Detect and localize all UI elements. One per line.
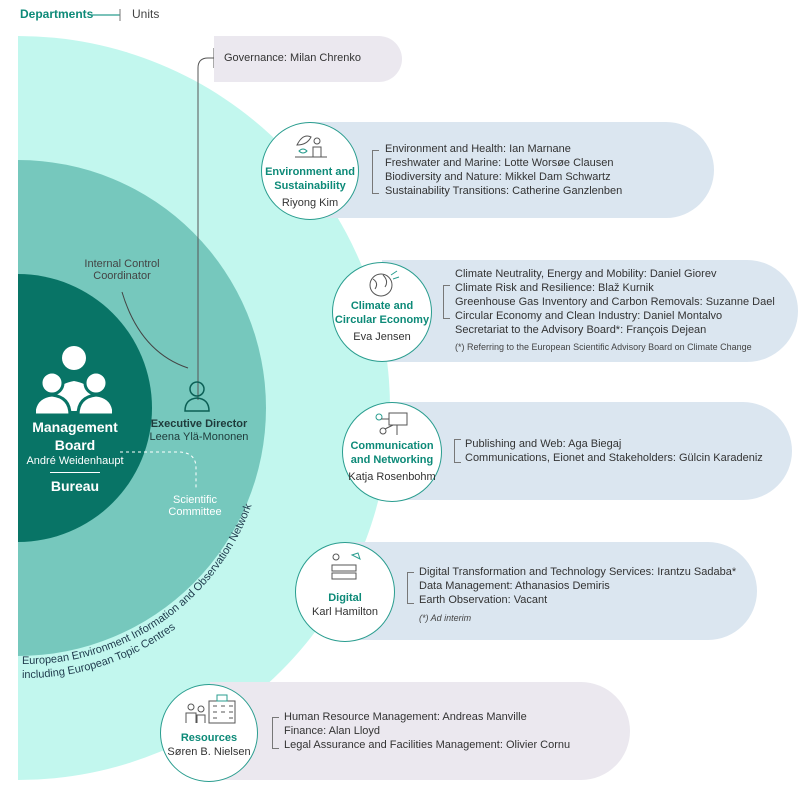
- dept-head-communication: Katja Rosenbohm: [348, 471, 436, 483]
- dept-head-digital: Karl Hamilton: [311, 606, 379, 618]
- unit-item: Legal Assurance and Facilities Managemen…: [284, 739, 571, 751]
- units-bracket-climate: [443, 285, 450, 319]
- units-list-digital: Digital Transformation and Technology Se…: [419, 565, 736, 607]
- network-screen-icon: [375, 412, 408, 435]
- legend-line: [90, 9, 121, 21]
- people-building-icon: [185, 694, 236, 724]
- unit-item: Finance: Alan Lloyd: [284, 725, 381, 737]
- bureau-divider: [50, 472, 100, 473]
- dept-pill-digital: [345, 542, 757, 640]
- nature-health-icon: [295, 135, 327, 158]
- server-satellite-icon: [331, 552, 361, 580]
- governance-pill: [214, 36, 402, 82]
- management-board-chair: André Weidenhaupt: [26, 455, 124, 467]
- dept-name-resources: Resources: [180, 732, 238, 744]
- units-list-communication: Publishing and Web: Aga Biegaj Communica…: [465, 437, 763, 465]
- internal-control-connector: [121, 291, 189, 369]
- dept-circle-environment: Environment and Sustainability Riyong Ki…: [261, 122, 359, 220]
- unit-item: Data Management: Athanasios Demiris: [419, 580, 610, 592]
- units-list-resources: Human Resource Management: Andreas Manvi…: [284, 710, 570, 752]
- management-board-title-2: Board: [54, 437, 96, 453]
- unit-item: Biodiversity and Nature: Mikkel Dam Schw…: [385, 171, 611, 183]
- unit-item: Communications, Eionet and Stakeholders:…: [465, 452, 763, 464]
- person-icon: [184, 381, 210, 412]
- unit-item: Freshwater and Marine: Lotte Worsøe Clau…: [385, 157, 614, 169]
- dept-head-climate: Eva Jensen: [353, 331, 411, 343]
- unit-item: Sustainability Transitions: Catherine Ga…: [385, 185, 623, 197]
- unit-item: Secretariat to the Advisory Board*: Fran…: [455, 324, 707, 336]
- executive-director-name: Leena Ylä-Mononen: [149, 431, 249, 443]
- units-list-environment: Environment and Health: Ian Marnane Fres…: [385, 142, 622, 198]
- people-group-icon: [36, 346, 112, 415]
- dept-name-climate-2: Circular Economy: [334, 314, 430, 326]
- unit-item: Digital Transformation and Technology Se…: [419, 566, 737, 578]
- legend-departments: Departments: [20, 7, 94, 21]
- unit-item: Environment and Health: Ian Marnane: [385, 143, 571, 155]
- executive-director-title: Executive Director: [150, 418, 248, 430]
- governance-label: Governance: Milan Chrenko: [224, 52, 361, 64]
- dept-name-communication-2: and Networking: [350, 454, 434, 466]
- unit-item: Climate Risk and Resilience: Blaž Kurnik: [455, 282, 654, 294]
- dept-name-environment: Environment and: [265, 166, 355, 178]
- dept-pill-communication: [392, 402, 792, 500]
- unit-item: Greenhouse Gas Inventory and Carbon Remo…: [455, 296, 775, 308]
- dept-circle-climate: Climate and Circular Economy Eva Jensen: [332, 262, 432, 362]
- dept-pill-climate: [382, 260, 798, 362]
- dept-name-climate: Climate and: [350, 300, 414, 312]
- units-list-climate: Climate Neutrality, Energy and Mobility:…: [455, 267, 775, 337]
- dept-circle-communication: Communication and Networking Katja Rosen…: [342, 402, 442, 502]
- dept-name-digital: Digital: [328, 592, 362, 604]
- units-bracket-resources: [272, 717, 279, 749]
- dept-circle-resources: Resources Søren B. Nielsen: [160, 684, 258, 782]
- dept-name-environment-2: Sustainability: [274, 180, 346, 192]
- units-bracket-environment: [372, 150, 379, 194]
- unit-item: Publishing and Web: Aga Biegaj: [465, 438, 622, 450]
- scientific-committee-connector: [120, 451, 197, 488]
- internal-control-label: Internal Control Coordinator: [84, 258, 160, 282]
- unit-item: Earth Observation: Vacant: [419, 594, 548, 606]
- dept-head-environment: Riyong Kim: [281, 197, 339, 209]
- unit-item: Circular Economy and Clean Industry: Dan…: [455, 310, 723, 322]
- units-bracket-communication: [454, 439, 461, 463]
- dept-circle-digital: Digital Karl Hamilton: [295, 542, 395, 642]
- governance-connector: [197, 57, 214, 400]
- unit-item: Climate Neutrality, Energy and Mobility:…: [455, 268, 717, 280]
- globe-icon: [369, 270, 400, 297]
- management-board-title-1: Management: [32, 419, 118, 435]
- units-bracket-digital: [407, 572, 414, 604]
- digital-footnote: (*) Ad interim: [419, 613, 472, 623]
- unit-item: Human Resource Management: Andreas Manvi…: [284, 711, 527, 723]
- bureau-title: Bureau: [50, 478, 100, 494]
- dept-head-resources: Søren B. Nielsen: [167, 746, 251, 758]
- dept-pill-resources: [210, 682, 630, 780]
- scientific-committee-label: Scientific Committee: [168, 494, 222, 518]
- legend-units: Units: [132, 7, 160, 21]
- climate-footnote: (*) Referring to the European Scientific…: [455, 342, 752, 352]
- dept-pill-environment: [310, 122, 714, 218]
- dept-name-communication: Communication: [350, 440, 434, 452]
